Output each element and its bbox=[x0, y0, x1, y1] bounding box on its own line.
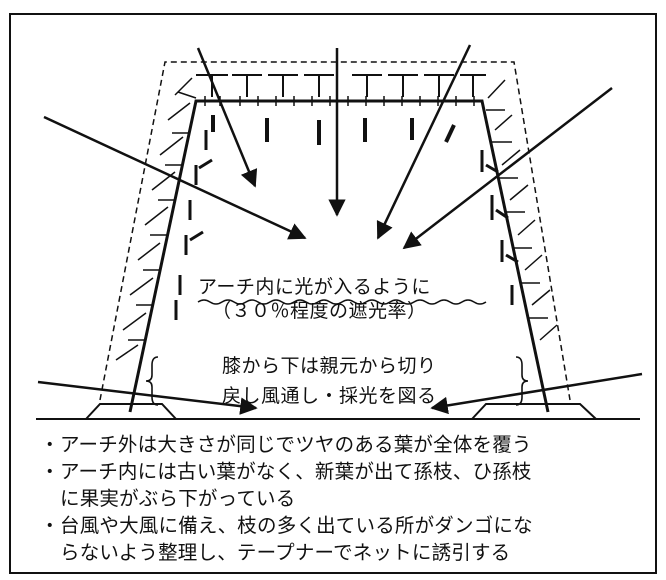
right-outer-leaves bbox=[486, 79, 558, 341]
light-arrows bbox=[37, 44, 643, 415]
top-shoots bbox=[196, 74, 486, 97]
notes-list: ・ アーチ外は大きさが同じでツヤのある葉が全体を覆う ・ アーチ内には古い葉がな… bbox=[40, 431, 652, 566]
shading-rate-label: （３０％程度の遮光率） bbox=[212, 300, 427, 322]
prune-note-line-2: 戻し風通し・採光を図る bbox=[222, 385, 437, 407]
note-item: ・ 台風や大風に備え、枝の多く出ている所がダンゴにな らないよう整理し、テープナ… bbox=[40, 512, 652, 566]
left-knee-brace bbox=[145, 356, 159, 406]
left-inner-fruit bbox=[174, 130, 213, 320]
arch-light-label: アーチ内に光が入るように bbox=[198, 276, 431, 298]
outer-canopy-outline bbox=[99, 61, 571, 401]
diagram-frame bbox=[9, 13, 657, 574]
note-item: ・ アーチ内には古い葉がなく、新葉が出て孫枝、ひ孫枝 に果実がぶら下がっている bbox=[40, 458, 652, 512]
left-outer-leaves bbox=[115, 77, 197, 361]
prune-note-line-1: 膝から下は親元から切り bbox=[222, 355, 437, 377]
note-item: ・ アーチ外は大きさが同じでツヤのある葉が全体を覆う bbox=[40, 431, 652, 458]
arrow-top-left bbox=[196, 47, 258, 188]
right-mound bbox=[471, 403, 597, 420]
arrow-top-right bbox=[376, 44, 472, 240]
arrow-bottom-left bbox=[37, 380, 258, 415]
right-inner-fruit bbox=[480, 150, 519, 305]
arrow-right bbox=[402, 87, 613, 250]
bullet: ・ bbox=[40, 514, 60, 537]
note-text: アーチ外は大きさが同じでツヤのある葉が全体を覆う bbox=[60, 433, 532, 456]
bullet: ・ bbox=[40, 433, 60, 456]
arch-frame bbox=[128, 99, 550, 413]
left-mound bbox=[85, 403, 177, 420]
right-knee-brace bbox=[515, 356, 529, 406]
top-bar-ticks bbox=[204, 96, 475, 106]
bullet: ・ bbox=[40, 460, 60, 483]
label-wavy-underline bbox=[197, 299, 487, 305]
note-text: 台風や大風に備え、枝の多く出ている所がダンゴにな らないよう整理し、テープナーで… bbox=[60, 514, 533, 564]
hanging-fruit-top bbox=[211, 115, 456, 145]
note-text: アーチ内には古い葉がなく、新葉が出て孫枝、ひ孫枝 に果実がぶら下がっている bbox=[60, 460, 532, 510]
arrow-left bbox=[43, 115, 307, 240]
arrow-bottom-right bbox=[430, 372, 643, 415]
